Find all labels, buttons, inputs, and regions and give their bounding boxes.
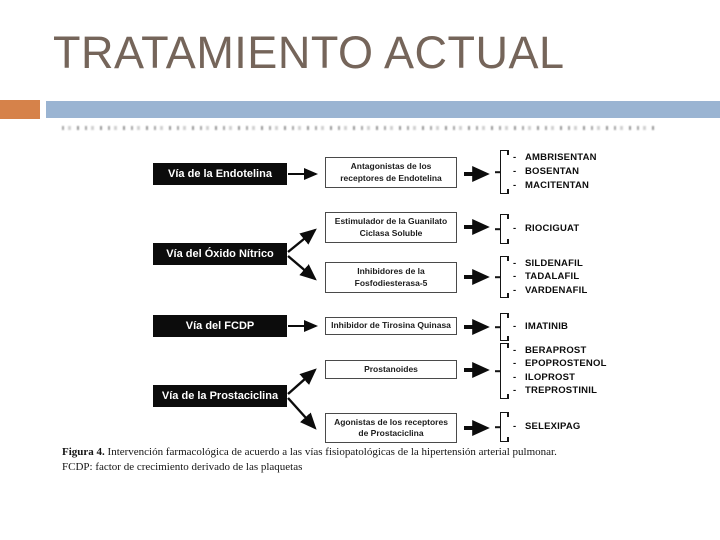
dash-bullet: - xyxy=(513,223,517,234)
drug-item: -EPOPROSTENOL xyxy=(513,358,618,370)
drug-item: -IMATINIB xyxy=(513,321,618,333)
drug-name: EPOPROSTENOL xyxy=(525,358,607,370)
pathway-box-oxido-nitrico: Vía del Óxido Nítrico xyxy=(153,243,287,265)
pathway-box-fcdp: Vía del FCDP xyxy=(153,315,287,337)
drug-name: ILOPROST xyxy=(525,371,576,383)
drug-item: -MACITENTAN xyxy=(513,180,618,192)
cropped-text-remnant xyxy=(62,126,655,130)
slide-title: TRATAMIENTO ACTUAL xyxy=(53,27,565,78)
drug-name: IMATINIB xyxy=(525,321,569,332)
bracket xyxy=(495,150,509,194)
mechanism-box-estimulador-guanilato: Estimulador de la Guanilato Ciclasa Solu… xyxy=(325,212,457,243)
bracket xyxy=(495,256,509,298)
figure-caption: Figura 4. Intervención farmacológica de … xyxy=(62,445,658,474)
drug-name: SELEXIPAG xyxy=(525,421,581,432)
drug-item: -TADALAFIL xyxy=(513,271,618,283)
caption-line-2: FCDP: factor de crecimiento derivado de … xyxy=(62,460,303,473)
drug-item: -BERAPROST xyxy=(513,345,618,357)
accent-bar-orange xyxy=(0,100,40,119)
mechanism-box-antagonistas-endotelina: Antagonistas de los receptores de Endote… xyxy=(325,157,457,188)
drug-name: AMBRISENTAN xyxy=(525,152,597,163)
drug-name: BOSENTAN xyxy=(525,166,580,177)
bracket-tick xyxy=(495,171,501,173)
drug-name: TADALAFIL xyxy=(525,271,580,282)
bracket-tick xyxy=(495,426,501,428)
mechanism-box-prostanoides: Prostanoides xyxy=(325,360,457,379)
dash-bullet: - xyxy=(513,271,517,282)
pathway-box-prostaciclina: Vía de la Prostaciclina xyxy=(153,385,287,407)
drug-group-prostanoides: -BERAPROST -EPOPROSTENOL -ILOPROST -TREP… xyxy=(495,343,618,399)
mechanism-box-agonistas-prostaciclina: Agonistas de los receptores de Prostacic… xyxy=(325,413,457,443)
dash-bullet: - xyxy=(513,344,517,356)
drug-item: -RIOCIGUAT xyxy=(513,223,618,235)
drug-group-tirosina: -IMATINIB xyxy=(495,313,618,341)
drug-name: MACITENTAN xyxy=(525,180,590,191)
drug-item: -AMBRISENTAN xyxy=(513,152,618,164)
bracket-tick xyxy=(495,228,501,230)
dash-bullet: - xyxy=(513,358,517,370)
drug-name: RIOCIGUAT xyxy=(525,223,580,234)
dash-bullet: - xyxy=(513,321,517,332)
dash-bullet: - xyxy=(513,180,517,191)
caption-line-1: Figura 4. Intervención farmacológica de … xyxy=(62,445,658,460)
bracket xyxy=(495,412,509,442)
dash-bullet: - xyxy=(513,421,517,432)
dash-bullet: - xyxy=(513,385,517,397)
bracket xyxy=(495,214,509,244)
drug-item: -SELEXIPAG xyxy=(513,421,618,433)
drug-group-guanilato: -RIOCIGUAT xyxy=(495,214,618,244)
dash-bullet: - xyxy=(513,166,517,177)
drug-group-selexipag: -SELEXIPAG xyxy=(495,412,618,442)
drug-item: -SILDENAFIL xyxy=(513,258,618,270)
mechanism-box-inhibidores-fosfodiesterasa: Inhibidores de la Fosfodiesterasa-5 xyxy=(325,262,457,293)
dash-bullet: - xyxy=(513,257,517,269)
dash-bullet: - xyxy=(513,371,517,383)
accent-bar-blue xyxy=(46,101,720,118)
drug-name: SILDENAFIL xyxy=(525,257,583,269)
drug-item: -BOSENTAN xyxy=(513,166,618,178)
drug-name: TREPROSTINIL xyxy=(525,385,598,397)
dash-bullet: - xyxy=(513,284,517,296)
drug-item: -VARDENAFIL xyxy=(513,285,618,297)
mechanism-box-inhibidor-tirosina: Inhibidor de Tirosina Quinasa xyxy=(325,317,457,335)
drug-item: -TREPROSTINIL xyxy=(513,385,618,397)
caption-label: Figura 4. xyxy=(62,446,105,458)
drug-group-endotelina: -AMBRISENTAN -BOSENTAN -MACITENTAN xyxy=(495,150,618,194)
drug-name: BERAPROST xyxy=(525,344,587,356)
bracket-tick xyxy=(495,276,501,278)
bracket xyxy=(495,313,509,341)
dash-bullet: - xyxy=(513,152,517,163)
drug-group-fosfodiesterasa: -SILDENAFIL -TADALAFIL -VARDENAFIL xyxy=(495,256,618,298)
bracket xyxy=(495,343,509,399)
drug-name: VARDENAFIL xyxy=(525,284,588,296)
drug-item: -ILOPROST xyxy=(513,372,618,384)
caption-text: Intervención farmacológica de acuerdo a … xyxy=(104,446,557,458)
bracket-tick xyxy=(495,326,501,328)
bracket-tick xyxy=(495,370,501,372)
pathway-box-endotelina: Vía de la Endotelina xyxy=(153,163,287,185)
